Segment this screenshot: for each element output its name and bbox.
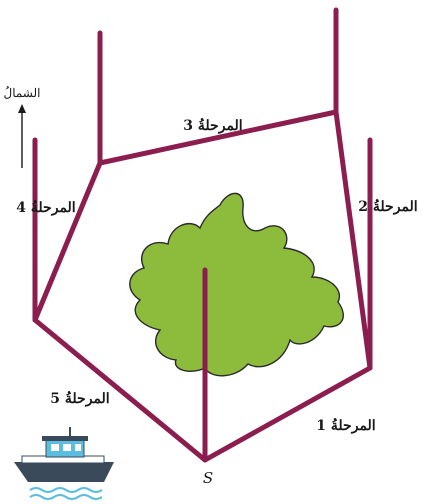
boat-window-1 xyxy=(51,444,59,451)
boat-window-2 xyxy=(63,444,71,451)
stage-2-label: المرحلةُ 2 xyxy=(358,199,417,215)
stage-5-label: المرحلةُ 5 xyxy=(50,391,109,407)
boat-hull xyxy=(14,462,114,482)
boat-roof xyxy=(42,436,88,441)
north-arrow-head xyxy=(18,104,26,113)
boat-icon xyxy=(14,427,114,482)
start-point-label: S xyxy=(203,469,213,487)
north-label: الشمالُ xyxy=(3,85,40,100)
boat-window-3 xyxy=(75,444,81,451)
stage-1-label: المرحلةُ 1 xyxy=(316,418,375,434)
water-waves xyxy=(30,488,102,499)
stage-3-label: المرحلةُ 3 xyxy=(183,118,242,134)
island xyxy=(130,193,343,375)
stage-4-label: المرحلةُ 4 xyxy=(16,200,75,216)
